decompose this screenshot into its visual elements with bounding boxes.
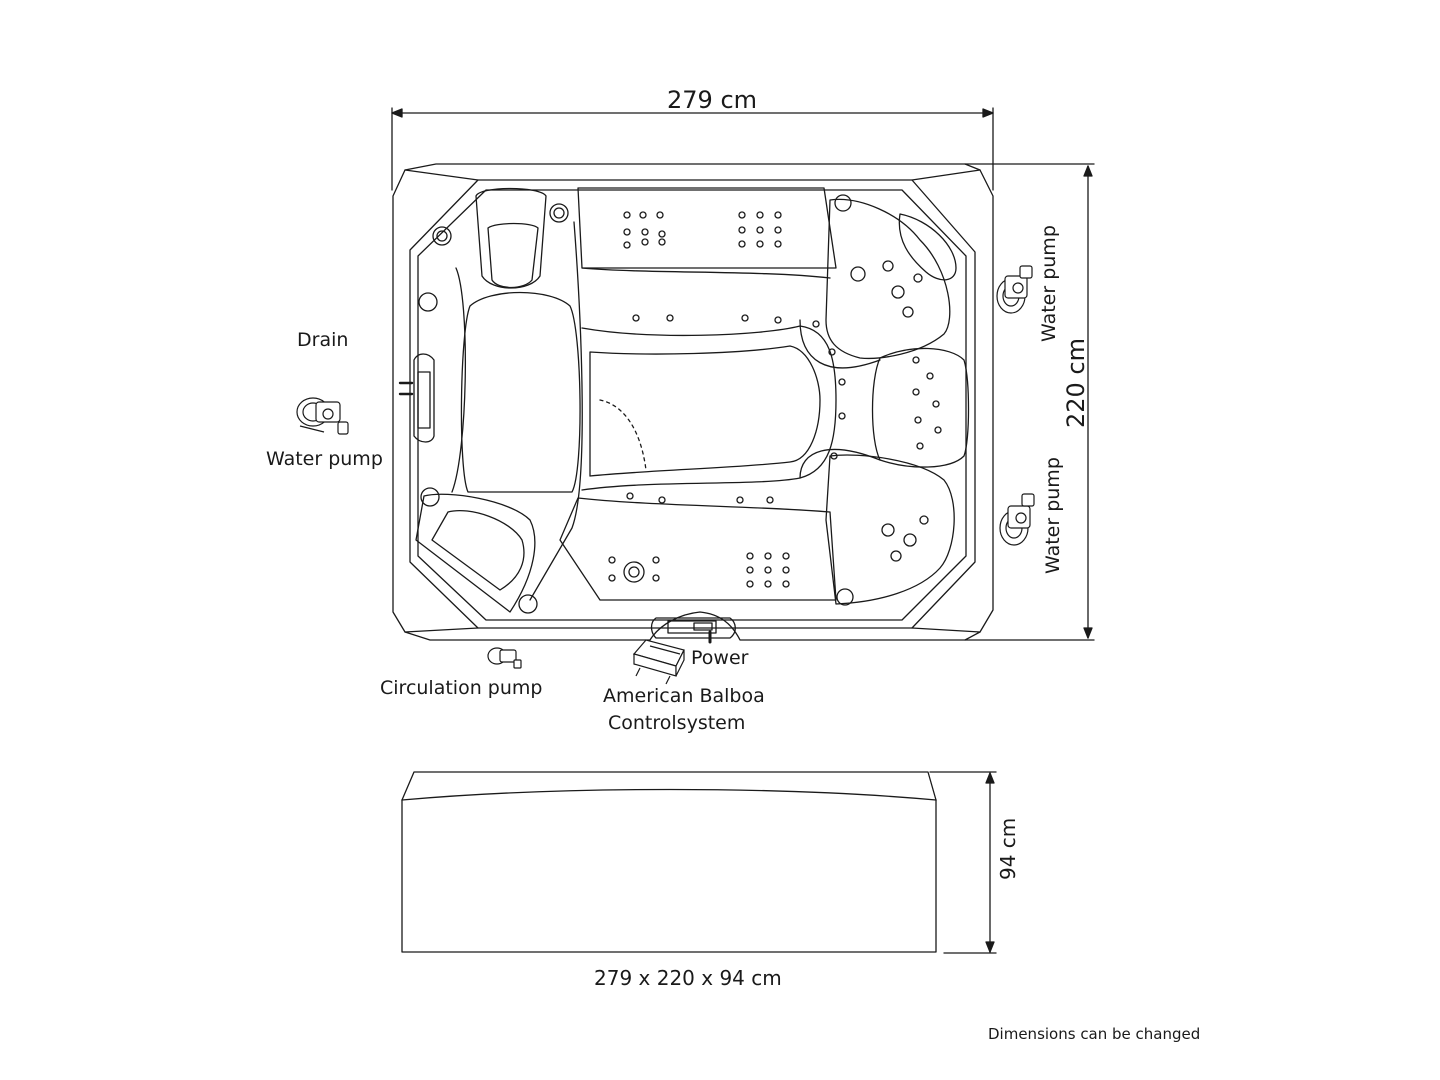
- corner-seats-right: [799, 198, 970, 605]
- control-system-label-line1: American Balboa: [603, 685, 765, 707]
- control-system-icon: [632, 639, 685, 685]
- overall-dimensions-label: 279 x 220 x 94 cm: [594, 966, 782, 990]
- water-pump-right-top-icon: [996, 265, 1033, 314]
- width-dimension-label: 279 cm: [667, 86, 758, 114]
- height-dimension-line: [929, 771, 997, 954]
- tub-shell-top-view: [392, 163, 994, 641]
- circulation-pump-label: Circulation pump: [380, 677, 543, 699]
- jets: [418, 194, 942, 614]
- drain-label: Drain: [297, 329, 349, 351]
- seating-areas: [559, 187, 837, 601]
- depth-dimension-label: 220 cm: [1062, 337, 1090, 428]
- control-panel-on-shell: [650, 617, 736, 644]
- drain-marker: [398, 381, 414, 396]
- circulation-pump-icon: [487, 647, 522, 669]
- control-system-label-line2: Controlsystem: [608, 712, 746, 734]
- height-dimension-label: 94 cm: [996, 817, 1020, 880]
- water-pump-left-label: Water pump: [266, 448, 383, 470]
- water-pump-left-icon: [296, 397, 349, 435]
- water-pump-right-top-label: Water pump: [1038, 225, 1060, 342]
- lounger-seat: [413, 187, 583, 613]
- water-pump-right-bottom-icon: [999, 493, 1035, 546]
- width-dimension-line: [391, 107, 994, 191]
- tub-side-view: [401, 771, 937, 953]
- depth-dimension-line: [964, 163, 1095, 641]
- dimensions-note: Dimensions can be changed: [988, 1025, 1201, 1043]
- water-pump-right-bottom-label: Water pump: [1042, 457, 1064, 574]
- power-label: Power: [691, 647, 749, 669]
